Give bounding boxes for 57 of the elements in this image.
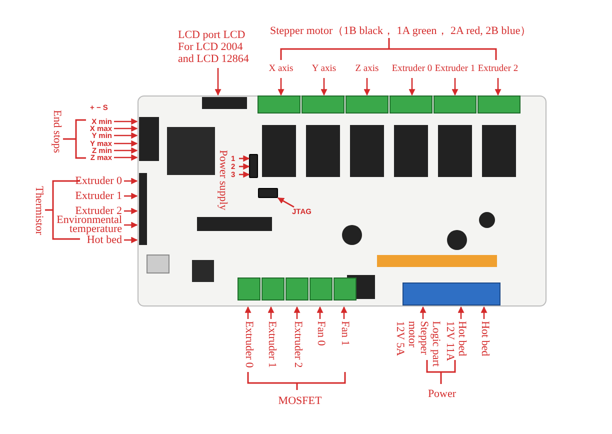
leader-arrow — [340, 306, 348, 319]
leader-arrow — [452, 78, 458, 96]
leader-arrow — [239, 155, 250, 162]
callout-label: Fan 1 — [338, 321, 351, 361]
leader-arrow — [239, 163, 250, 170]
leader-arrow — [124, 192, 138, 200]
callout-label: Extruder 0 — [391, 63, 433, 75]
leader-arrow — [364, 78, 370, 96]
callout-label: X axis — [266, 63, 296, 75]
leader-arrow — [494, 78, 502, 96]
callout-label: Extruder 2 — [477, 63, 519, 75]
group-label: End stops — [50, 110, 63, 156]
leader-arrow — [114, 140, 138, 147]
leader-arrow — [480, 306, 488, 319]
callout-label: Extruder 1 — [265, 321, 278, 391]
leader-arrow — [316, 306, 324, 319]
leader-arrow — [277, 197, 294, 208]
leader-arrow — [420, 306, 426, 319]
group-label: Power supply — [216, 150, 229, 212]
leader-arrow — [244, 306, 252, 319]
pin-header — [258, 188, 278, 198]
leader-arrow — [124, 236, 138, 244]
callout-label: Z axis — [352, 63, 382, 75]
callout-label: Extruder 2 — [291, 321, 304, 391]
leader-arrow — [114, 132, 138, 139]
callout-label: Stepper motor 12V 5A — [395, 321, 430, 363]
leader-arrow — [114, 125, 138, 132]
leader-arrow — [124, 222, 138, 228]
callout-label: Hot bed — [478, 321, 491, 371]
callout-label: Fan 0 — [314, 321, 327, 361]
callout-label: LCD port LCD For LCD 2004 and LCD 12864 — [178, 29, 258, 65]
leader-arrow — [114, 147, 138, 154]
leader-arrow — [114, 154, 138, 161]
callout-label: Extruder 1 — [60, 190, 122, 202]
callout-label: Y axis — [309, 63, 339, 75]
leader-arrow — [114, 118, 138, 125]
callout-label: Hot bed — [60, 234, 122, 246]
callout-label: Extruder 0 — [242, 321, 255, 391]
callout-label: Extruder 1 — [434, 63, 476, 75]
leader-arrow — [214, 68, 222, 96]
group-label: Stepper motor（1B black， 1A green， 2A red, 2B blue） — [270, 25, 532, 37]
pin-header — [249, 154, 258, 178]
leader-arrow — [268, 306, 274, 319]
group-label: Logic part — [430, 321, 442, 369]
leader-arrow — [294, 306, 300, 319]
leader-arrow — [458, 306, 464, 319]
leader-arrow — [124, 208, 138, 214]
leader-arrow — [239, 171, 250, 178]
group-label: Power — [426, 388, 458, 400]
leader-arrow — [124, 178, 138, 184]
leader-arrow — [408, 78, 416, 96]
group-label: MOSFET — [277, 395, 323, 407]
callout-label: Extruder 0 — [60, 175, 122, 187]
group-label: Thermistor — [32, 186, 45, 237]
leader-arrow — [278, 78, 284, 96]
leader-arrow — [320, 78, 328, 96]
callout-label: Environmental temperature — [52, 216, 122, 234]
